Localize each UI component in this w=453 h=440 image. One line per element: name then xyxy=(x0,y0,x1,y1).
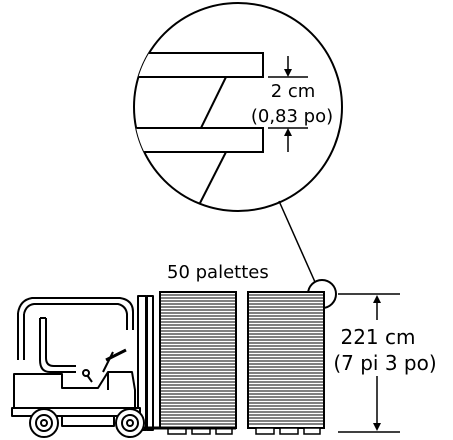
gap-imperial-label: (0,83 po) xyxy=(251,106,333,127)
forklift xyxy=(11,295,236,438)
height-dimension xyxy=(338,293,400,433)
pallet-stack-left-slats xyxy=(160,294,236,425)
pallet-stack-right-slats xyxy=(248,294,324,425)
forklift-rear-wheel xyxy=(29,408,59,438)
pallet-stacks xyxy=(159,291,325,435)
height-imperial-label: (7 pi 3 po) xyxy=(333,351,436,375)
zoom-pallet-top xyxy=(134,52,264,78)
pallet-foot xyxy=(279,427,299,435)
pallet-foot xyxy=(255,427,275,435)
zoom-break-line-upper xyxy=(200,76,227,129)
steering-column xyxy=(102,351,114,373)
zoom-leader-line xyxy=(278,200,316,283)
forklift-body xyxy=(13,371,136,409)
forklift-front-wheel xyxy=(115,408,145,438)
pallet-count-label: 50 palettes xyxy=(167,262,269,283)
zoom-break-line-lower xyxy=(198,151,227,206)
height-metric-label: 221 cm xyxy=(340,325,415,349)
zoom-pallet-bottom xyxy=(134,127,264,153)
pallet-stack-left xyxy=(159,291,237,429)
pallet-foot xyxy=(303,427,321,435)
gap-dimension-arrows xyxy=(268,56,308,152)
zoom-detail: 2 cm (0,83 po) xyxy=(133,2,343,212)
pallet-stack-right xyxy=(247,291,325,429)
gap-metric-label: 2 cm xyxy=(271,81,316,102)
